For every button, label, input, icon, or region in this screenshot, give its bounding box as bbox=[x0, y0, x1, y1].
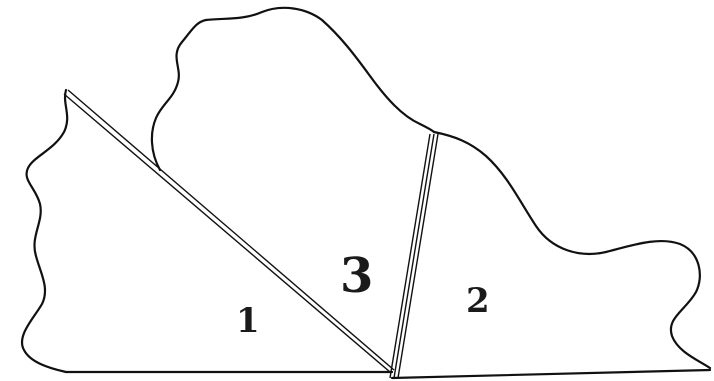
right-boundary bbox=[434, 132, 710, 368]
vertical-cut-line-c bbox=[398, 134, 438, 378]
base-line-right bbox=[392, 370, 710, 378]
top-boundary bbox=[152, 8, 434, 170]
region-label-3: 3 bbox=[340, 248, 373, 304]
left-boundary bbox=[22, 90, 67, 372]
vertical-cut-line-b bbox=[394, 134, 434, 378]
region-label-1: 1 bbox=[236, 301, 260, 341]
diagonal-cut-line-b bbox=[68, 90, 394, 370]
region-label-2: 2 bbox=[466, 281, 490, 321]
vertical-cut-line-a bbox=[390, 134, 430, 378]
diagonal-cut-line-a bbox=[64, 94, 390, 372]
